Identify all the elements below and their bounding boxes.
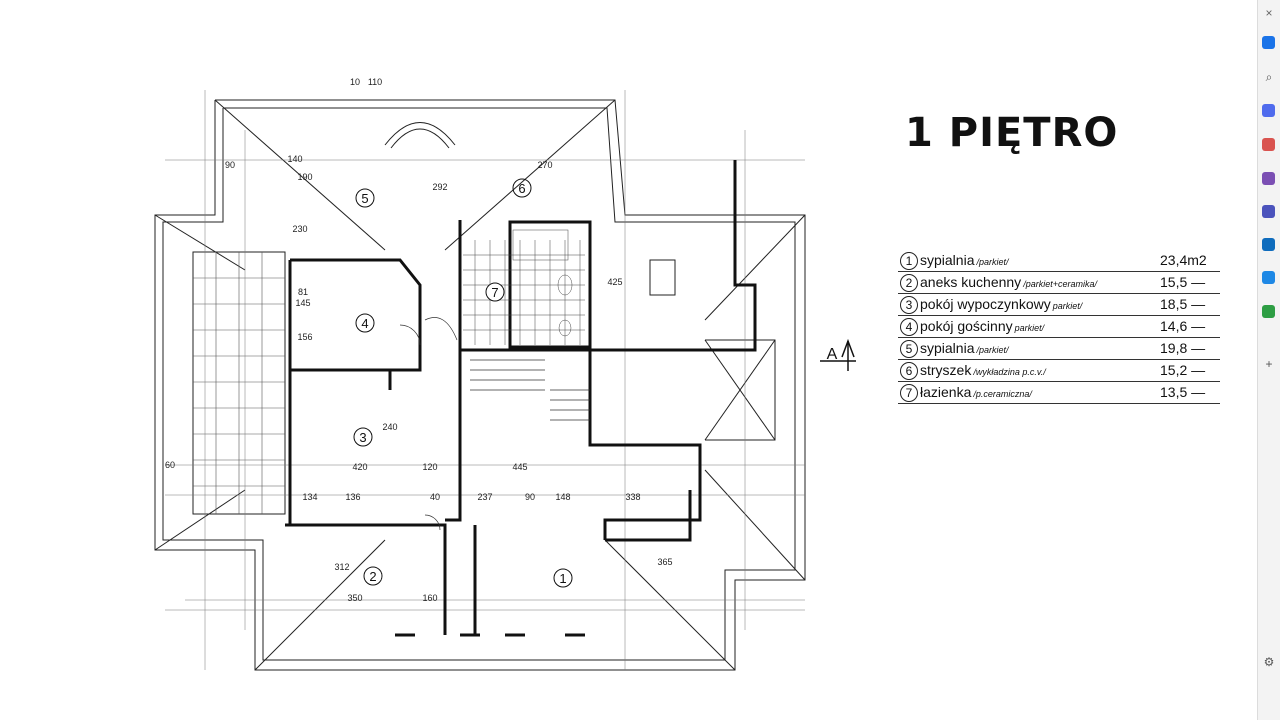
dim-label: 90 xyxy=(225,160,235,170)
dim-label: 90 xyxy=(525,492,535,502)
room-number-6: 6 xyxy=(518,181,525,196)
legend-area: 14,6 — xyxy=(1160,318,1206,334)
legend-finish: /parkiet+ceramika/ xyxy=(1023,279,1097,289)
room-number-7: 7 xyxy=(491,285,498,300)
search-icon[interactable]: ⌕ xyxy=(1265,70,1273,84)
browser-sidebar: × ⌕ + ⚙ xyxy=(1257,0,1280,720)
floor-plan-drawing: 1 2 3 4 5 6 7 90 110 10 140 190 270 230 … xyxy=(154,77,806,671)
dim-label: 156 xyxy=(297,332,312,342)
dim-label: 81 xyxy=(298,287,308,297)
room-number-1: 1 xyxy=(559,571,566,586)
dim-label: 270 xyxy=(537,160,552,170)
dim-label: 350 xyxy=(347,593,362,603)
legend-room-name: aneks kuchenny/parkiet+ceramika/ xyxy=(920,274,1097,290)
dim-label: 10 xyxy=(350,77,360,87)
send-icon[interactable] xyxy=(1262,271,1275,284)
legend-room-label: pokój wypoczynkowy xyxy=(920,296,1051,312)
legend-room-label: pokój gościnny xyxy=(920,318,1013,334)
dim-label: 110 xyxy=(368,77,382,87)
tree-icon[interactable] xyxy=(1262,305,1275,318)
legend-finish: /parkiet/ xyxy=(976,257,1009,267)
legend-area: 13,5 — xyxy=(1160,384,1206,400)
dim-label: 190 xyxy=(297,172,312,182)
dim-label: 140 xyxy=(287,154,302,164)
dim-label: 160 xyxy=(422,593,437,603)
tools-icon[interactable] xyxy=(1262,138,1275,151)
room-number-2: 2 xyxy=(369,569,376,584)
close-icon[interactable]: × xyxy=(1265,6,1273,20)
microsoft365-icon[interactable] xyxy=(1262,205,1275,218)
legend-room-label: łazienka xyxy=(920,384,972,400)
legend-finish: /p.ceramiczna/ xyxy=(973,389,1032,399)
legend-number: 2 xyxy=(900,274,918,292)
dim-label: 338 xyxy=(625,492,640,502)
outlook-icon[interactable] xyxy=(1262,238,1275,251)
legend-finish: /parkiet/ xyxy=(976,345,1009,355)
north-label: A xyxy=(827,346,838,363)
dim-label: 292 xyxy=(432,182,447,192)
legend-area: 18,5 — xyxy=(1160,296,1206,312)
dim-label: 120 xyxy=(422,462,437,472)
legend-room-label: aneks kuchenny xyxy=(920,274,1022,290)
dim-label: 136 xyxy=(345,492,360,502)
games-icon[interactable] xyxy=(1262,172,1275,185)
dim-label: 230 xyxy=(292,224,307,234)
dim-label: 312 xyxy=(334,562,349,572)
dim-label: 40 xyxy=(430,492,440,502)
dim-label: 60 xyxy=(165,460,175,470)
page-title: 1 PIĘTRO xyxy=(905,110,1119,156)
legend-room-name: łazienka/p.ceramiczna/ xyxy=(920,384,1032,400)
legend-area: 19,8 — xyxy=(1160,340,1206,356)
legend-room-label: sypialnia xyxy=(920,252,975,268)
copilot-icon[interactable] xyxy=(1262,36,1275,49)
room-number-5: 5 xyxy=(361,191,368,206)
dim-label: 420 xyxy=(352,462,367,472)
legend-number: 3 xyxy=(900,296,918,314)
legend-room-name: sypialnia/parkiet/ xyxy=(920,340,1009,356)
dim-label: 237 xyxy=(477,492,492,502)
shopping-icon[interactable] xyxy=(1262,104,1275,117)
legend-room-label: stryszek xyxy=(920,362,972,378)
dim-label: 445 xyxy=(512,462,527,472)
legend-room-name: stryszek/wykładzina p.c.v./ xyxy=(920,362,1046,378)
legend-area: 23,4m2 xyxy=(1160,252,1207,268)
legend-finish: parkiet/ xyxy=(1014,323,1045,333)
legend-finish: parkiet/ xyxy=(1052,301,1083,311)
legend-area: 15,2 — xyxy=(1160,362,1206,378)
dim-label: 425 xyxy=(607,277,622,287)
settings-icon[interactable]: ⚙ xyxy=(1263,655,1275,669)
room-number-4: 4 xyxy=(361,316,368,331)
add-icon[interactable]: + xyxy=(1265,357,1273,371)
dim-label: 134 xyxy=(302,492,317,502)
room-number-3: 3 xyxy=(359,430,366,445)
legend-number: 5 xyxy=(900,340,918,358)
legend-room-name: sypialnia/parkiet/ xyxy=(920,252,1009,268)
legend-area: 15,5 — xyxy=(1160,274,1206,290)
dim-label: 148 xyxy=(555,492,570,502)
legend-number: 7 xyxy=(900,384,918,402)
legend-finish: /wykładzina p.c.v./ xyxy=(973,367,1046,377)
dim-label: 365 xyxy=(657,557,672,567)
north-arrow-icon: A xyxy=(820,338,856,371)
legend-number: 4 xyxy=(900,318,918,336)
legend-number: 6 xyxy=(900,362,918,380)
legend-room-label: sypialnia xyxy=(920,340,975,356)
dim-label: 240 xyxy=(382,422,397,432)
legend-number: 1 xyxy=(900,252,918,270)
dim-label: 145 xyxy=(295,298,310,308)
